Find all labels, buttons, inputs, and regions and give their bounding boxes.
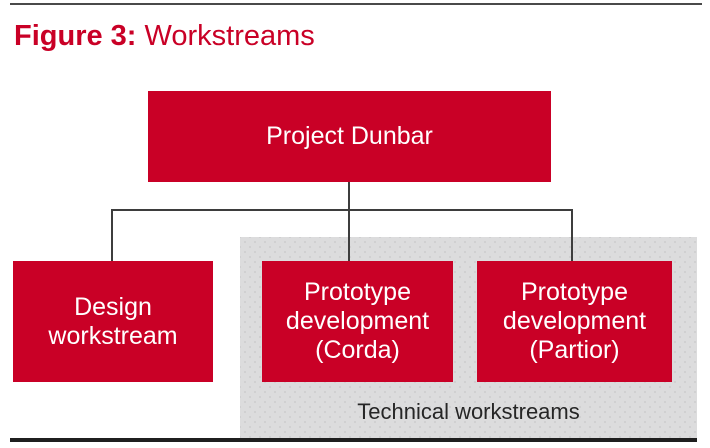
connector-horizontal	[111, 209, 573, 211]
node-design-workstream: Design workstream	[13, 261, 213, 382]
figure-label: Figure 3:	[14, 20, 137, 52]
figure-title-text: Workstreams	[144, 20, 315, 52]
connector-root-to-corda	[348, 182, 350, 261]
top-rule	[10, 3, 702, 5]
node-project-dunbar: Project Dunbar	[148, 91, 551, 182]
bottom-rule	[10, 438, 697, 442]
node-prototype-development-partior: Prototype development (Partior)	[477, 261, 672, 382]
figure-title: Figure 3: Workstreams	[14, 20, 315, 53]
technical-workstreams-label: Technical workstreams	[357, 399, 580, 424]
connector-to-design	[111, 209, 113, 261]
connector-to-partior	[571, 209, 573, 261]
node-prototype-development-corda: Prototype development (Corda)	[262, 261, 453, 382]
